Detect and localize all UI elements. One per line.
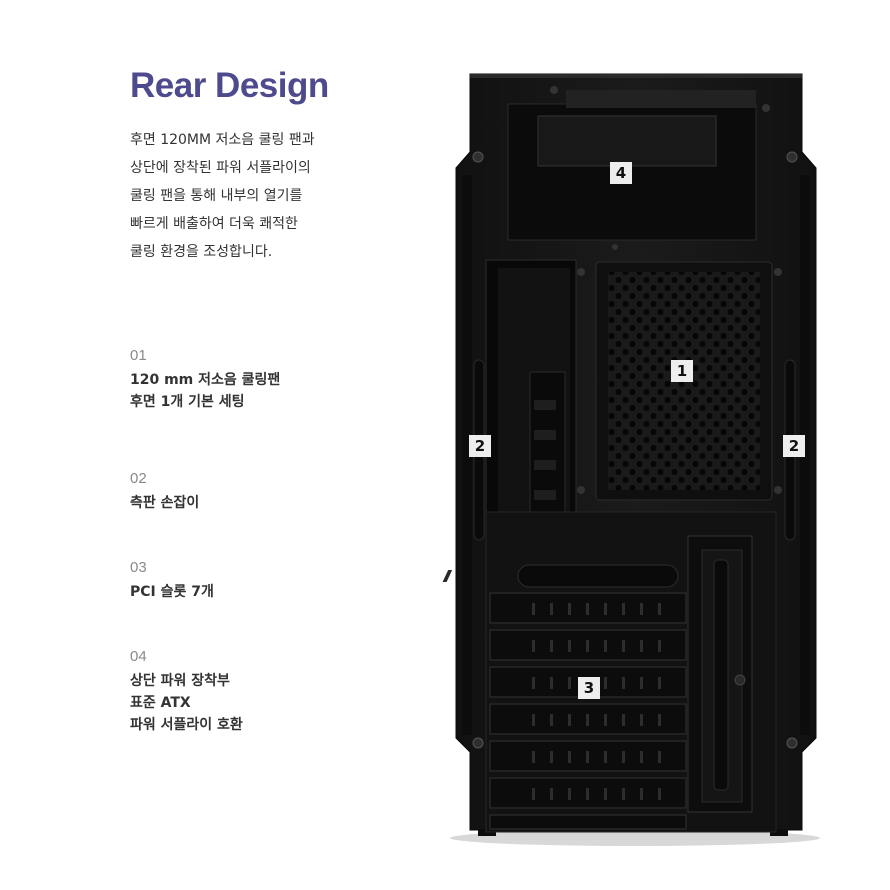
marker-psu: 4	[610, 162, 632, 184]
feature-line: PCI 슬롯 7개	[130, 584, 214, 600]
marker-pci: 3	[578, 677, 600, 699]
feature-line: 120 mm 저소음 쿨링팬	[130, 372, 281, 388]
feature-line: 파워 서플라이 호환	[130, 717, 243, 733]
feature-line: 표준 ATX	[130, 695, 191, 711]
feature-03: 03 PCI 슬롯 7개	[130, 558, 214, 603]
feature-02: 02 측판 손잡이	[130, 469, 199, 514]
feature-number: 03	[130, 559, 147, 576]
feature-number: 01	[130, 347, 147, 364]
feature-line: 상단 파워 장착부	[130, 673, 230, 689]
marker-handle-right: 2	[783, 435, 805, 457]
case-rear-photo: 4 1 2 2 3	[440, 60, 840, 860]
description: 후면 120MM 저소음 쿨링 팬과 상단에 장착된 파워 서플라이의 쿨링 팬…	[130, 126, 430, 266]
marker-fan: 1	[671, 360, 693, 382]
feature-04: 04 상단 파워 장착부 표준 ATX 파워 서플라이 호환	[130, 647, 243, 736]
description-line: 쿨링 환경을 조성합니다.	[130, 244, 273, 260]
description-line: 쿨링 팬을 통해 내부의 열기를	[130, 188, 303, 204]
feature-line: 측판 손잡이	[130, 495, 200, 511]
description-line: 상단에 장착된 파워 서플라이의	[130, 160, 311, 176]
description-line: 빠르게 배출하여 더욱 쾌적한	[130, 216, 298, 232]
marker-handle-left: 2	[469, 435, 491, 457]
feature-line: 후면 1개 기본 세팅	[130, 394, 245, 410]
feature-01: 01 120 mm 저소음 쿨링팬 후면 1개 기본 세팅	[130, 346, 280, 413]
description-line: 후면 120MM 저소음 쿨링 팬과	[130, 132, 315, 148]
page-title: Rear Design	[130, 66, 329, 105]
feature-number: 04	[130, 648, 147, 665]
feature-number: 02	[130, 470, 147, 487]
